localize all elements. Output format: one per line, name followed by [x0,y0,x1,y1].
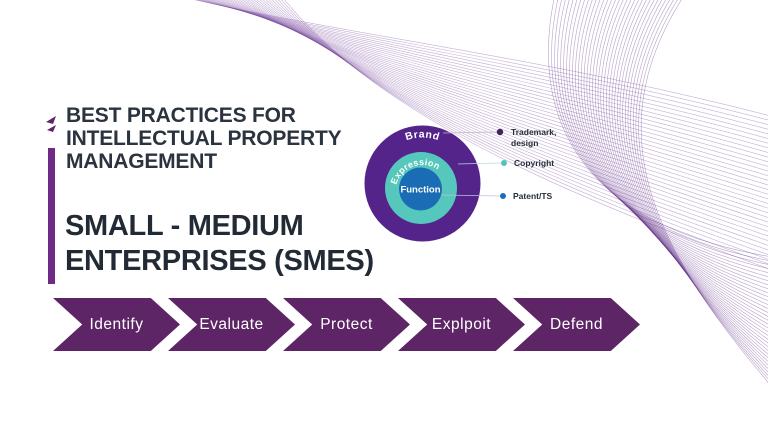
legend-dot-patent [500,193,506,199]
ip-rings-diagram: Brand Expression Function Trademark, des… [364,125,556,242]
title-line-1: BEST PRACTICES FOR [66,104,296,127]
accent-bar [48,148,55,284]
legend-connector-copyright [457,162,502,165]
process-step-defend: Defend [513,298,640,351]
process-step-evaluate: Evaluate [168,298,295,351]
legend-connector-trademark [442,131,499,134]
function-circle [399,167,442,211]
legend-label-trademark-line1: Trademark, [511,127,556,137]
subtitle-line-2: ENTERPRISES (SMES) [65,245,374,277]
subtitle-line-1: SMALL - MEDIUM [65,210,304,242]
double-chevron-icon [46,116,56,132]
process-step-exploit: Explpoit [398,298,525,351]
legend-connector-patent [441,194,501,197]
process-step-protect: Protect [283,298,410,351]
function-circle-label: Function [400,185,440,196]
legend-dot-copyright [501,160,507,166]
legend-label-trademark-line2: design [511,138,538,148]
process-step-label: Explpoit [431,315,492,333]
process-step-label: Defend [550,315,603,333]
title-line-2: INTELLECTUAL PROPERTY [66,127,342,150]
process-step-label: Protect [320,315,373,333]
process-step-label: Evaluate [199,315,264,333]
process-step-label: Identify [89,315,144,333]
legend-label-patent: Patent/TS [513,191,553,201]
legend-dot-trademark [496,128,504,136]
legend-label-copyright: Copyright [514,158,554,168]
process-step-identify: Identify [53,298,180,351]
title-line-3: MANAGEMENT [66,150,217,173]
page-subtitle: SMALL - MEDIUM ENTERPRISES (SMES) [65,209,425,279]
page-title: BEST PRACTICES FOR INTELLECTUAL PROPERTY… [66,104,396,173]
